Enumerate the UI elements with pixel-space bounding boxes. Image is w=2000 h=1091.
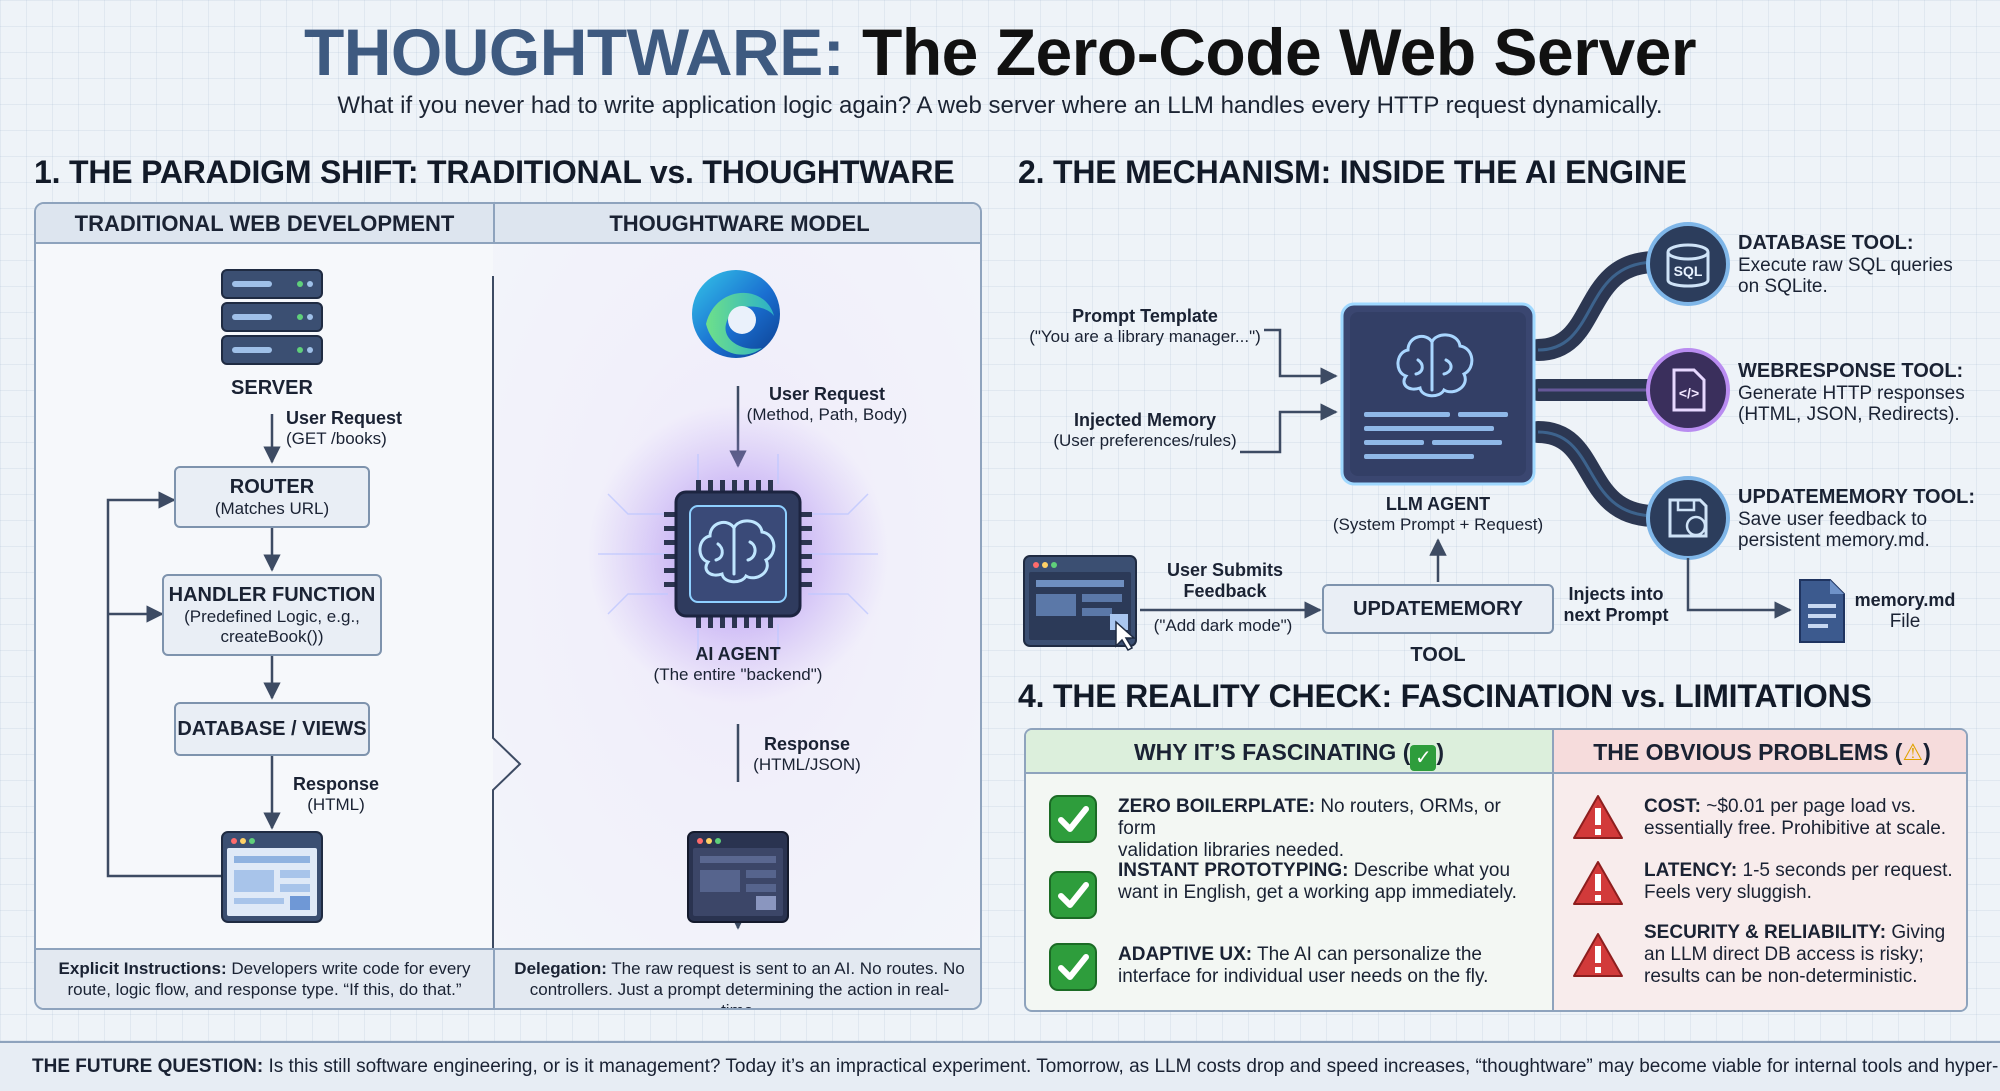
warning-icon-3 xyxy=(1573,933,1623,977)
mechanism-diagram: SQL </> xyxy=(1023,222,1845,651)
warning-icon-2 xyxy=(1573,861,1623,905)
ai-chip xyxy=(598,454,878,654)
check-icon-2 xyxy=(1049,871,1097,919)
database-tool-desc: DATABASE TOOL: Execute raw SQL queries o… xyxy=(1738,232,1953,297)
check-icon-3 xyxy=(1049,943,1097,991)
ai-agent-label: AI AGENT(The entire "backend") xyxy=(653,644,823,684)
agent-brain-icon xyxy=(1396,333,1474,398)
warning-icon-1 xyxy=(1573,795,1623,839)
section1-heading: 1. THE PARADIGM SHIFT: TRADITIONAL vs. T… xyxy=(34,154,955,190)
title-brand: THOUGHTWARE: xyxy=(303,15,845,89)
pro-row-1: ZERO BOILERPLATE: No routers, ORMs, or f… xyxy=(1118,796,1501,861)
feedback-detail: ("Add dark mode") xyxy=(1153,616,1293,635)
warning-icon: ⚠ xyxy=(1902,739,1924,765)
server-icon xyxy=(221,269,323,365)
database-views-box: DATABASE / VIEWS xyxy=(174,702,370,756)
traditional-header: TRADITIONAL WEB DEVELOPMENT xyxy=(36,204,493,244)
feedback-browser-icon xyxy=(1023,555,1137,651)
cons-header: THE OBVIOUS PROBLEMS (⚠) xyxy=(1552,730,1966,774)
router-box: ROUTER (Matches URL) xyxy=(174,466,370,528)
trad-request-label: User Request(GET /books) xyxy=(286,408,403,448)
browser-logo-icon xyxy=(692,270,780,358)
page-title: THOUGHTWARE: The Zero-Code Web Server xyxy=(0,14,2000,90)
updatememory-tool-desc: UPDATEMEMORY TOOL: Save user feedback to… xyxy=(1738,486,1976,551)
table-icons xyxy=(1049,795,1623,991)
con-row-2: LATENCY: 1-5 seconds per request.Feels v… xyxy=(1644,860,1953,903)
section2-heading: 2. THE MECHANISM: INSIDE THE AI ENGINE xyxy=(1018,154,1687,190)
prompt-template-label: Prompt Template("You are a library manag… xyxy=(1029,306,1261,346)
memory-file-icon xyxy=(1799,579,1845,643)
trad-response-label: Response(HTML) xyxy=(292,774,380,814)
webresponse-tool-desc: WEBRESPONSE TOOL: Generate HTTP response… xyxy=(1738,360,1965,425)
updatememory-tool-icon xyxy=(1646,476,1730,560)
tw-request-label: User Request(Method, Path, Body) xyxy=(746,384,908,424)
tw-response-label: Response(HTML/JSON) xyxy=(753,734,861,774)
page-subtitle: What if you never had to write applicati… xyxy=(337,92,1663,119)
check-icon: ✓ xyxy=(1410,745,1437,771)
thoughtware-footer: Delegation: The raw request is sent to a… xyxy=(493,948,980,1008)
handler-box: HANDLER FUNCTION (Predefined Logic, e.g.… xyxy=(162,574,382,656)
sql-icon-text: SQL xyxy=(1674,263,1703,279)
tw-browser-icon xyxy=(687,831,789,923)
server-label: SERVER xyxy=(231,377,313,399)
trad-browser-icon xyxy=(221,831,323,923)
section4-heading: 4. THE REALITY CHECK: FASCINATION vs. LI… xyxy=(1018,678,1872,714)
updatememory-box: UPDATEMEMORY TOOL xyxy=(1322,584,1554,666)
code-icon-text: </> xyxy=(1679,385,1699,401)
paradigm-diagram xyxy=(106,269,888,948)
injected-memory-label: Injected Memory(User preferences/rules) xyxy=(1053,410,1237,450)
title-main: The Zero-Code Web Server xyxy=(844,15,1697,89)
llm-agent-label: LLM AGENT(System Prompt + Request) xyxy=(1332,494,1544,534)
reality-check-table: WHY IT’S FASCINATING (✓) THE OBVIOUS PRO… xyxy=(1024,728,1968,1012)
brain-icon xyxy=(698,519,776,584)
traditional-footer: Explicit Instructions: Developers write … xyxy=(36,948,493,1008)
thoughtware-header: THOUGHTWARE MODEL xyxy=(493,204,980,244)
paradigm-shift-panel: TRADITIONAL WEB DEVELOPMENT THOUGHTWARE … xyxy=(34,202,982,1010)
pros-header: WHY IT’S FASCINATING (✓) xyxy=(1026,730,1552,774)
database-tool-icon: SQL xyxy=(1646,222,1730,306)
future-question-footer: THE FUTURE QUESTION: Is this still softw… xyxy=(0,1041,2000,1091)
cons-column-bg xyxy=(1552,774,1966,1010)
check-icon-1 xyxy=(1049,795,1097,843)
con-row-1: COST: ~$0.01 per page load vs.essentiall… xyxy=(1644,796,1947,839)
llm-agent-monitor xyxy=(1340,302,1536,486)
webresponse-tool-icon: </> xyxy=(1646,348,1730,432)
